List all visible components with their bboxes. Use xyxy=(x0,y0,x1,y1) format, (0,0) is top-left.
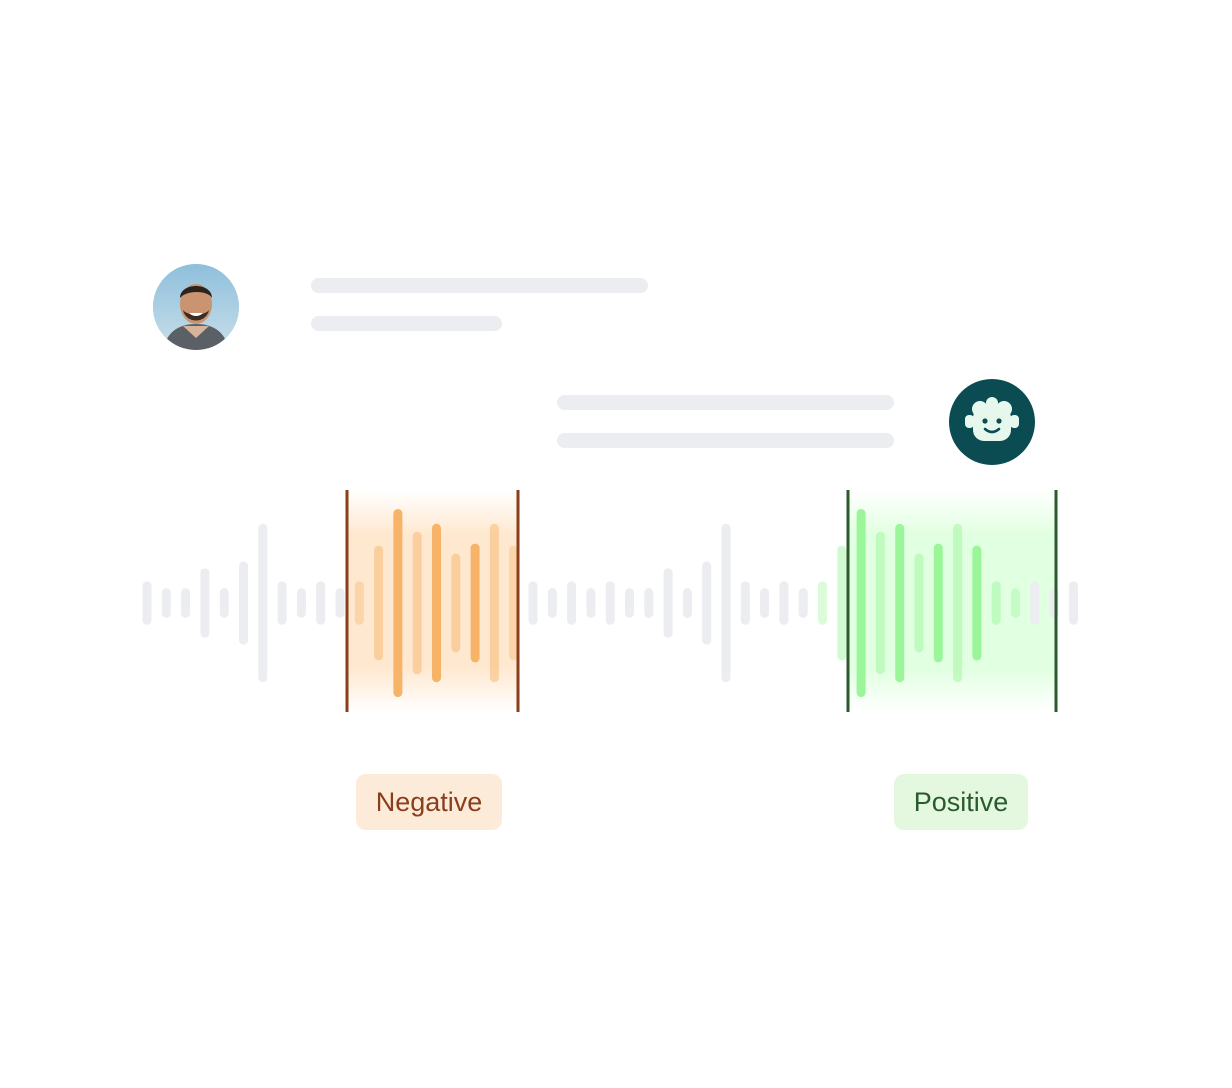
positive-waveform-bar xyxy=(818,581,827,625)
user-message-line-2 xyxy=(311,316,502,331)
waveform-bar xyxy=(277,581,287,625)
user-avatar xyxy=(153,264,239,350)
waveform-bar xyxy=(181,588,191,618)
positive-waveform-bar xyxy=(991,581,1001,625)
waveform-bar xyxy=(567,581,577,625)
positive-waveform-bar xyxy=(914,553,924,653)
waveform-bar xyxy=(258,523,268,683)
waveform-bar xyxy=(335,588,345,618)
waveform-bar xyxy=(547,588,557,618)
negative-waveform-bar xyxy=(412,531,422,675)
positive-waveform-bar xyxy=(953,523,963,683)
positive-waveform-bar xyxy=(972,545,982,661)
negative-waveform-bar xyxy=(470,543,480,663)
waveform-bar xyxy=(200,568,210,638)
negative-segment-end-marker[interactable] xyxy=(516,490,520,712)
audio-waveform xyxy=(142,490,1078,712)
waveform-bar xyxy=(644,588,654,618)
bot-avatar xyxy=(949,379,1035,465)
positive-segment-start-marker[interactable] xyxy=(846,490,850,712)
positive-waveform-bar xyxy=(875,531,885,675)
bot-message-line-2 xyxy=(557,433,894,448)
positive-badge: Positive xyxy=(894,774,1028,830)
user-message-line-1 xyxy=(311,278,648,293)
waveform-bar xyxy=(161,588,171,618)
waveform-bar xyxy=(760,588,770,618)
waveform-bar xyxy=(740,581,750,625)
waveform-bar xyxy=(605,581,615,625)
negative-waveform-bar xyxy=(393,508,403,698)
negative-badge: Negative xyxy=(356,774,502,830)
waveform-bar xyxy=(296,588,306,618)
waveform-bar xyxy=(142,581,152,625)
waveform-bar xyxy=(219,588,229,618)
waveform-bar xyxy=(586,588,596,618)
positive-segment-end-marker[interactable] xyxy=(1054,490,1058,712)
waveform-bar xyxy=(798,588,808,618)
negative-waveform-bar xyxy=(451,553,461,653)
positive-waveform-bar xyxy=(856,508,866,698)
waveform-bar xyxy=(702,561,712,645)
negative-waveform-bar xyxy=(509,545,519,661)
positive-waveform-bar xyxy=(1011,588,1020,618)
negative-waveform-bar xyxy=(432,523,441,683)
negative-waveform-bar xyxy=(374,545,384,661)
waveform-bar xyxy=(682,588,692,618)
bot-message-line-1 xyxy=(557,395,894,410)
positive-waveform-bar xyxy=(895,523,905,683)
bot-icon xyxy=(965,397,1019,441)
waveform-bar xyxy=(779,581,789,625)
waveform-bar xyxy=(239,561,248,645)
waveform-bar xyxy=(528,581,538,625)
waveform-bar xyxy=(663,568,673,638)
negative-segment-start-marker[interactable] xyxy=(345,490,349,712)
negative-waveform-bar xyxy=(354,581,364,625)
waveform-bar xyxy=(1030,581,1040,625)
user-avatar-icon xyxy=(153,264,239,350)
positive-waveform-bar xyxy=(837,545,847,661)
negative-waveform-bar xyxy=(489,523,499,683)
positive-zone xyxy=(848,490,1056,712)
waveform-bar xyxy=(1068,581,1078,625)
waveform-bar xyxy=(721,523,731,683)
positive-waveform-bar xyxy=(933,543,943,663)
waveform-bar xyxy=(316,581,326,625)
waveform-bar xyxy=(625,588,634,618)
